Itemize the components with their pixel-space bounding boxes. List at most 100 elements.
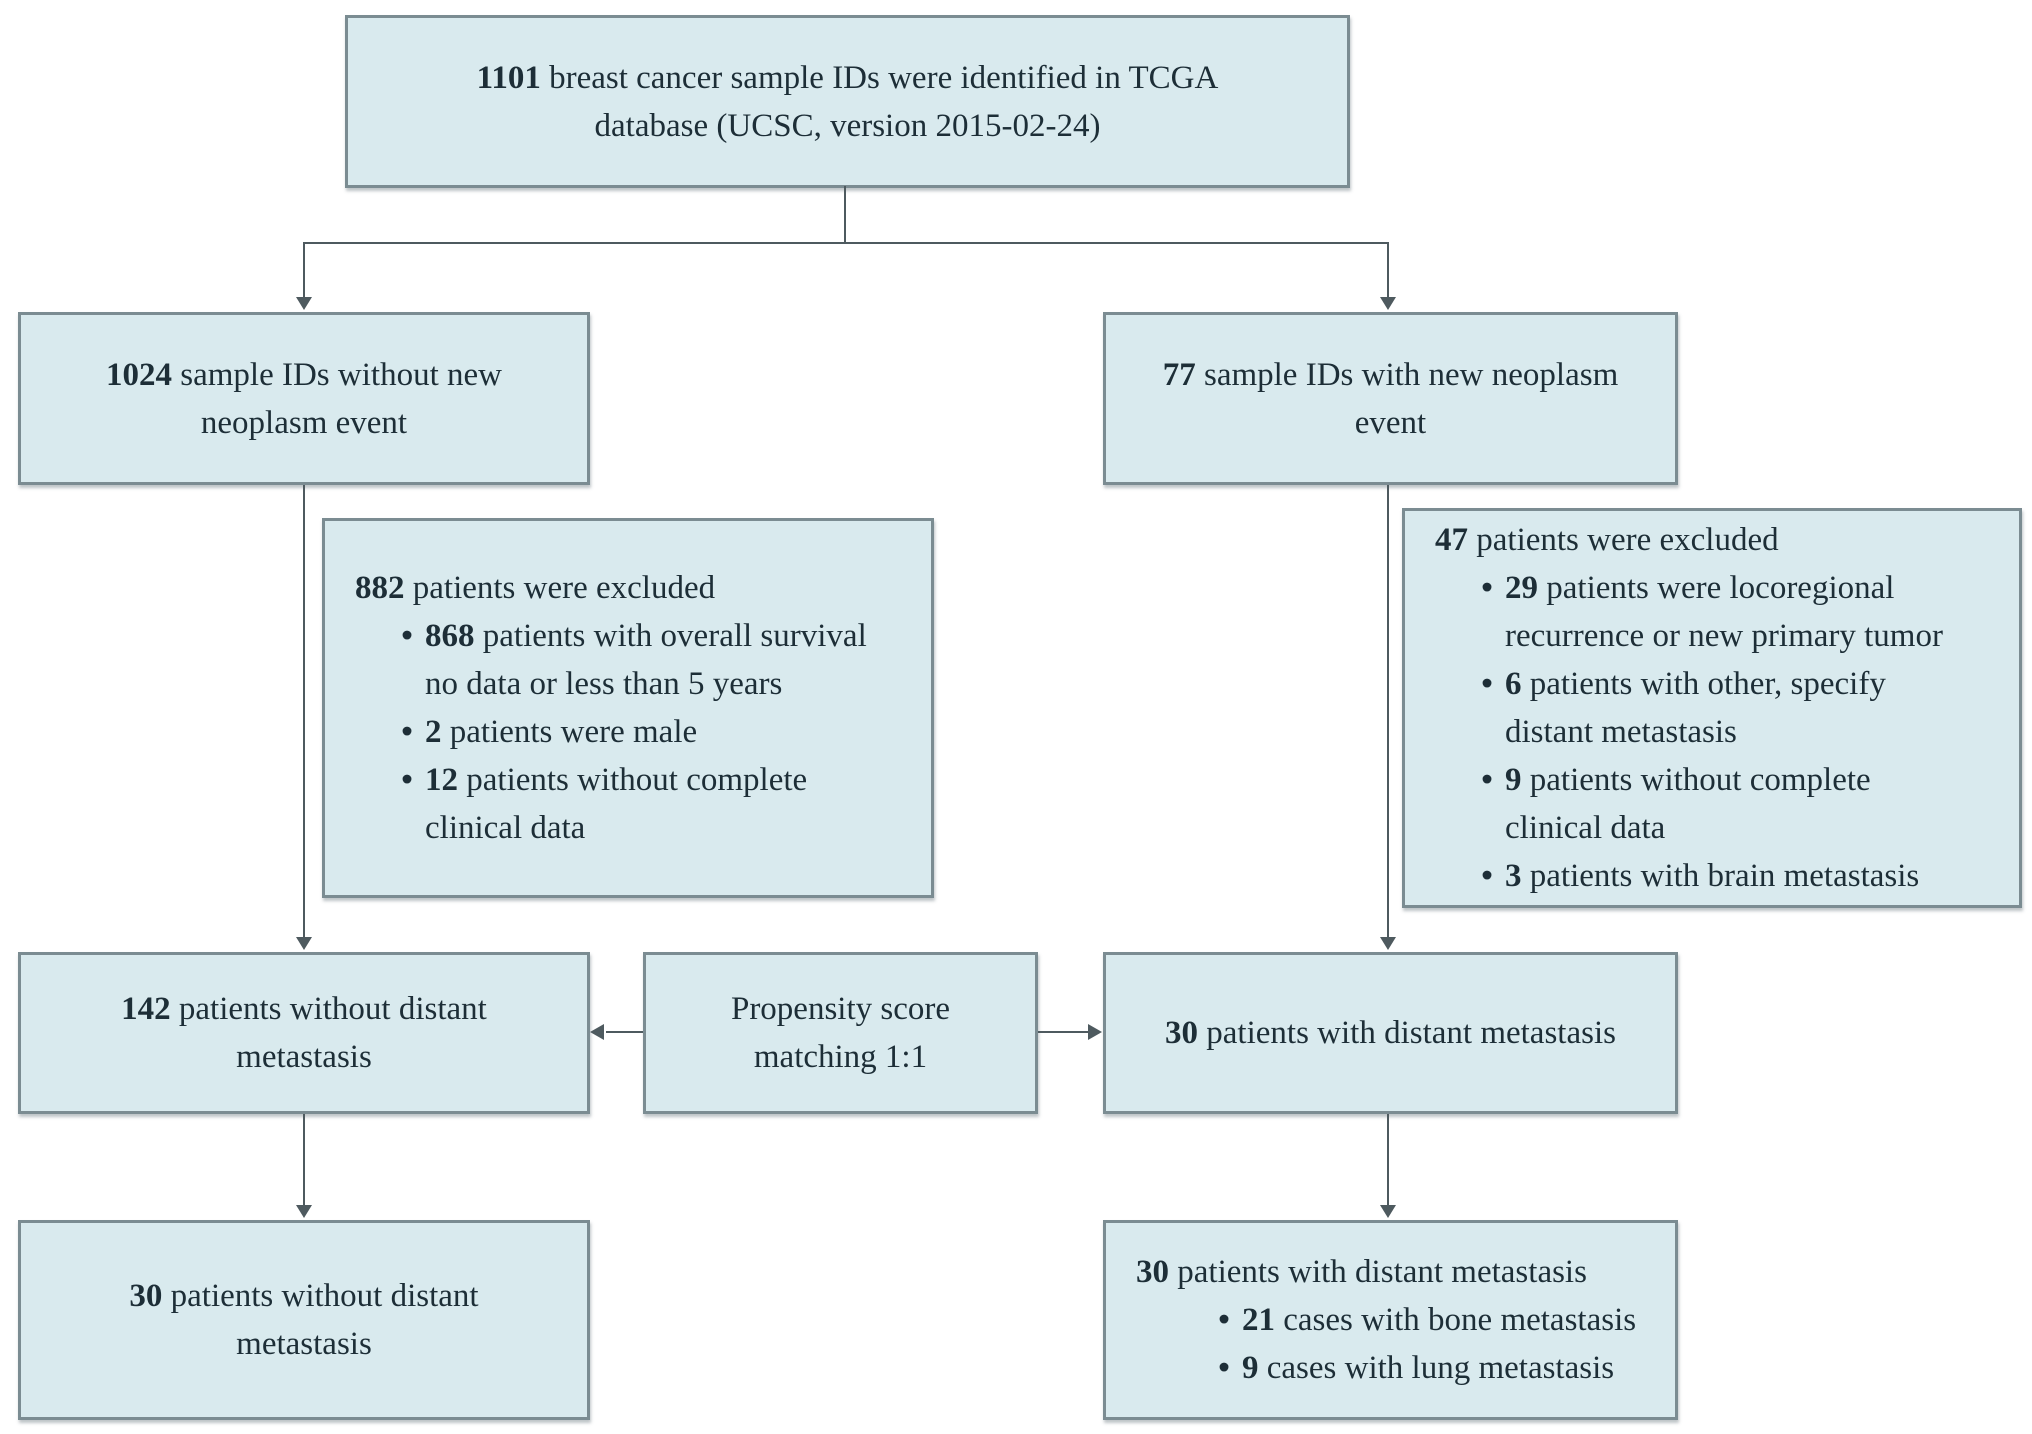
- box-text: sample IDs without new neoplasm event: [180, 356, 502, 441]
- bullet-text-wrap: 9 cases with lung metastasis: [1242, 1344, 1663, 1392]
- bullet-item: • 6 patients with other, specify distant…: [1469, 660, 2007, 756]
- arrowhead-left-icon: [590, 1024, 604, 1040]
- detail-heading: 30 patients with distant metastasis: [1136, 1248, 1663, 1296]
- arrowhead-down-left-icon: [296, 1205, 312, 1218]
- box-text: breast cancer sample IDs were identified…: [549, 59, 1219, 144]
- bullet-text: patients were male: [449, 714, 698, 750]
- box-source-samples: 1101 breast cancer sample IDs were ident…: [345, 15, 1350, 188]
- bullet-text: patients without complete clinical data: [1505, 762, 1871, 846]
- connector-left-to-142: [303, 485, 305, 937]
- bullet-dot: •: [401, 618, 413, 654]
- sample-count: 77: [1162, 356, 1196, 393]
- patient-count: 30: [1165, 1015, 1199, 1051]
- bullet-count: 9: [1505, 762, 1522, 798]
- arrowhead-down-right-icon: [1380, 297, 1396, 310]
- sample-count: 1024: [106, 356, 173, 393]
- bullet-dot: •: [1481, 666, 1493, 702]
- bullet-item: • 2 patients were male: [389, 708, 919, 756]
- box-text-wrap: 142 patients without distant metastasis: [121, 985, 487, 1081]
- box-30-distant-metastasis: 30 patients with distant metastasis: [1103, 952, 1678, 1114]
- box-without-neoplasm: 1024 sample IDs without new neoplasm eve…: [18, 312, 590, 485]
- bullet-text-wrap: 6 patients with other, specify distant m…: [1505, 660, 2007, 756]
- connector-30-down: [1387, 1114, 1389, 1206]
- bullet-item: • 3 patients with brain metastasis: [1469, 852, 2007, 900]
- bullet-dot: •: [1481, 858, 1493, 894]
- detail-bullet-list: • 21 cases with bone metastasis • 9 case…: [1206, 1296, 1663, 1392]
- bullet-dot: •: [1218, 1350, 1230, 1386]
- connector-drop-right: [1387, 242, 1389, 298]
- arrowhead-down-left-icon: [296, 297, 312, 310]
- box-30-no-distant-matched: 30 patients without distant metastasis: [18, 1220, 590, 1420]
- bullet-count: 2: [425, 714, 442, 750]
- heading-text: patients were excluded: [412, 570, 716, 606]
- bullet-item: • 12 patients without complete clinical …: [389, 756, 919, 852]
- connector-drop-left: [303, 242, 305, 298]
- bullet-count: 12: [425, 762, 458, 798]
- box-with-neoplasm: 77 sample IDs with new neoplasm event: [1103, 312, 1678, 485]
- bullet-count: 868: [425, 618, 475, 654]
- arrowhead-down-right-icon: [1380, 1205, 1396, 1218]
- box-excluded-without-neoplasm: 882 patients were excluded • 868 patient…: [322, 518, 934, 898]
- connector-142-down: [303, 1114, 305, 1206]
- bullet-dot: •: [401, 714, 413, 750]
- bullet-text: cases with lung metastasis: [1266, 1350, 1615, 1386]
- bullet-text: patients with brain metastasis: [1529, 858, 1920, 894]
- box-30-distant-detail: 30 patients with distant metastasis • 21…: [1103, 1220, 1678, 1420]
- excluded-count: 47: [1435, 522, 1468, 558]
- box-text-wrap: 1101 breast cancer sample IDs were ident…: [477, 54, 1219, 150]
- connector-psm-left: [606, 1031, 643, 1033]
- connector-psm-right: [1038, 1031, 1089, 1033]
- box-excluded-with-neoplasm: 47 patients were excluded • 29 patients …: [1402, 508, 2022, 908]
- heading-text: patients with distant metastasis: [1177, 1254, 1587, 1290]
- bullet-item: • 868 patients with overall survival no …: [389, 612, 919, 708]
- bullet-item: • 9 patients without complete clinical d…: [1469, 756, 2007, 852]
- box-text: sample IDs with new neoplasm event: [1203, 356, 1619, 441]
- bullet-text: patients without complete clinical data: [425, 762, 808, 846]
- bullet-dot: •: [1481, 570, 1493, 606]
- bullet-count: 3: [1505, 858, 1522, 894]
- bullet-item: • 29 patients were locoregional recurren…: [1469, 564, 2007, 660]
- patient-count: 142: [121, 991, 171, 1027]
- arrowhead-right-icon: [1088, 1024, 1102, 1040]
- box-propensity-matching: Propensity score matching 1:1: [643, 952, 1038, 1114]
- bullet-text-wrap: 29 patients were locoregional recurrence…: [1505, 564, 2007, 660]
- bullet-count: 29: [1505, 570, 1538, 606]
- bullet-text-wrap: 3 patients with brain metastasis: [1505, 852, 2007, 900]
- bullet-dot: •: [401, 762, 413, 798]
- exclusion-heading: 47 patients were excluded: [1435, 516, 2007, 564]
- box-text-wrap: Propensity score matching 1:1: [731, 985, 950, 1081]
- exclusion-bullet-list: • 29 patients were locoregional recurren…: [1469, 564, 2007, 900]
- exclusion-heading: 882 patients were excluded: [355, 564, 919, 612]
- exclusion-bullet-list: • 868 patients with overall survival no …: [389, 612, 919, 852]
- bullet-text: patients were locoregional recurrence or…: [1505, 570, 1943, 654]
- excluded-count: 882: [355, 570, 405, 606]
- bullet-dot: •: [1481, 762, 1493, 798]
- patient-count: 30: [129, 1278, 163, 1314]
- connector-right-to-30: [1387, 485, 1389, 937]
- bullet-text-wrap: 9 patients without complete clinical dat…: [1505, 756, 2007, 852]
- bullet-text-wrap: 868 patients with overall survival no da…: [425, 612, 919, 708]
- patient-count: 30: [1136, 1254, 1169, 1290]
- box-text-wrap: 30 patients without distant metastasis: [129, 1272, 478, 1368]
- bullet-item: • 21 cases with bone metastasis: [1206, 1296, 1663, 1344]
- bullet-count: 21: [1242, 1302, 1275, 1338]
- connector-branch: [304, 242, 1389, 244]
- arrowhead-down-right-icon: [1380, 937, 1396, 950]
- box-text-wrap: 1024 sample IDs without new neoplasm eve…: [106, 351, 502, 447]
- box-text: Propensity score matching 1:1: [730, 991, 951, 1075]
- bullet-text: cases with bone metastasis: [1283, 1302, 1637, 1338]
- arrowhead-down-left-icon: [296, 937, 312, 950]
- box-text: patients with distant metastasis: [1206, 1015, 1616, 1051]
- box-142-no-distant-metastasis: 142 patients without distant metastasis: [18, 952, 590, 1114]
- bullet-count: 6: [1505, 666, 1522, 702]
- heading-text: patients were excluded: [1476, 522, 1779, 558]
- bullet-text-wrap: 12 patients without complete clinical da…: [425, 756, 919, 852]
- bullet-text: patients with other, specify distant met…: [1505, 666, 1886, 750]
- box-text: patients without distant metastasis: [178, 991, 487, 1075]
- bullet-item: • 9 cases with lung metastasis: [1206, 1344, 1663, 1392]
- bullet-dot: •: [1218, 1302, 1230, 1338]
- box-text-wrap: 30 patients with distant metastasis: [1165, 1009, 1616, 1057]
- bullet-text: patients with overall survival no data o…: [425, 618, 867, 702]
- box-text-wrap: 77 sample IDs with new neoplasm event: [1163, 351, 1619, 447]
